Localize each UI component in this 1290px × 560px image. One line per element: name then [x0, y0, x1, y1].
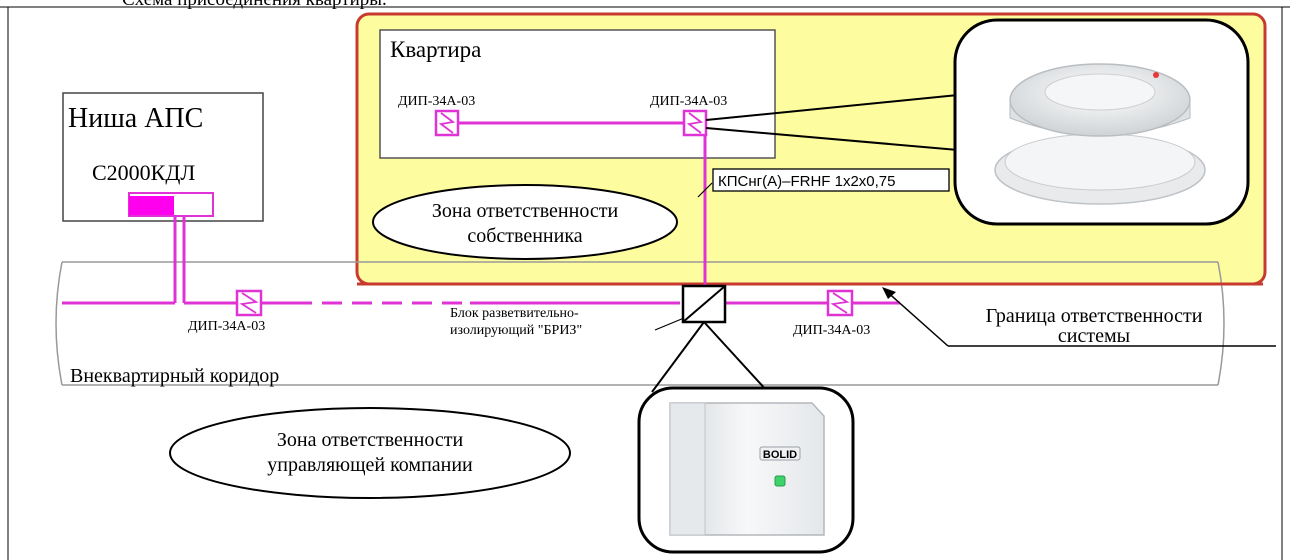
controller-port [129, 196, 174, 215]
detector-label-3: ДИП-34А-03 [188, 319, 265, 334]
controller-label: С2000КДЛ [92, 160, 195, 185]
cable-label-box [712, 168, 950, 192]
corridor-label: Внеквартирный коридор [70, 365, 279, 387]
detector-label-1: ДИП-34А-03 [398, 94, 475, 109]
niche-title: Ниша АПС [68, 103, 203, 134]
detector-label-2: ДИП-34А-03 [650, 94, 727, 109]
boundary-arrowhead [882, 287, 896, 299]
system-boundary-label-line1: Граница ответственности [986, 305, 1203, 327]
owner-zone-label-line1: Зона ответственности [432, 200, 619, 222]
breeze-device-image: BOLID [669, 402, 825, 536]
corridor-right-edge [1217, 261, 1225, 386]
detector-label-4: ДИП-34А-03 [793, 323, 870, 338]
loop-wiring [62, 121, 900, 305]
system-boundary-label-line2: системы [1058, 325, 1130, 347]
company-zone-label-line1: Зона ответственности [277, 429, 464, 451]
company-zone-label-line2: управляющей компании [267, 454, 473, 476]
company-zone-ellipse [169, 407, 571, 499]
breeze-block-label-line1: Блок разветвительно- [450, 306, 579, 321]
device-brand: BOLID [763, 449, 797, 461]
apartment-box [379, 29, 776, 159]
owner-zone-ellipse [372, 184, 678, 260]
apartment-title: Квартира [390, 37, 481, 62]
cable-label: КПСнг(А)–FRHF 1х2х0,75 [718, 173, 895, 190]
owner-zone-label-line2: собственника [467, 225, 582, 247]
diagram-caption: Схема присоединения квартиры. [122, 0, 387, 10]
smoke-detector-image [994, 63, 1206, 205]
corridor-left-edge [55, 261, 63, 386]
breeze-block-label-line2: изолирующий "БРИЗ" [450, 323, 582, 338]
